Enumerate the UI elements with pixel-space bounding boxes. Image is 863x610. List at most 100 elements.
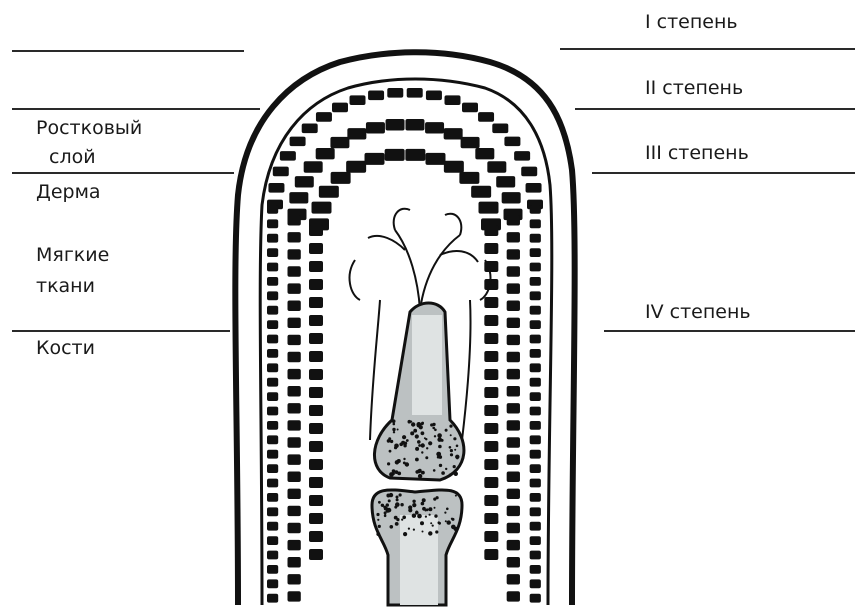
skin-cell [267, 594, 278, 603]
skin-cell [530, 392, 541, 401]
dermis-cell [507, 523, 520, 533]
skin-cell [530, 565, 541, 574]
skin-cell [530, 378, 541, 387]
skin-cell [267, 421, 278, 430]
skin-cell [530, 234, 541, 243]
dermis-cell [507, 318, 520, 328]
skin-cell [267, 349, 278, 358]
bone-shaft-highlight [412, 315, 442, 415]
dermis-cell [507, 232, 520, 242]
skin-cell [530, 219, 541, 228]
dermis-cell [295, 176, 314, 187]
bone-speck [393, 431, 395, 433]
skin-cell [521, 167, 537, 177]
skin-cell [267, 464, 278, 473]
dermis-cell [288, 591, 301, 601]
skin-cell [530, 335, 541, 344]
bone-speck [395, 502, 400, 507]
dermis-cell [507, 557, 520, 567]
soft-tissue-cell [309, 369, 323, 380]
skin-cell [444, 95, 460, 105]
bone-speck [456, 457, 458, 459]
bone-speck [395, 460, 399, 464]
bone-speck [434, 435, 436, 437]
dermis-cell [507, 335, 520, 345]
skin-cell [332, 103, 348, 113]
bone-speck [378, 525, 381, 528]
bone-speck [415, 511, 419, 515]
skin-cell [530, 421, 541, 430]
bone-speck [394, 446, 397, 449]
bone-speck [451, 518, 453, 520]
bone-speck [434, 429, 437, 432]
dermis-cell [507, 403, 520, 413]
bone-speck [412, 503, 416, 507]
bone-speck [413, 529, 415, 531]
dermis-cell [288, 437, 301, 447]
bone-speck [418, 444, 421, 447]
skin-cell [530, 306, 541, 315]
bone-speck [433, 469, 436, 472]
bone-speck [450, 434, 452, 436]
bone-speck [428, 531, 432, 535]
bone-speck [402, 516, 406, 520]
germinal-layer-label-2: слой [47, 145, 98, 169]
left-rule-1 [12, 50, 244, 52]
bone-speck [421, 431, 425, 435]
bone-speck [410, 421, 412, 423]
bone-speck [445, 468, 447, 470]
soft-tissue-cell [484, 315, 498, 326]
bone-speck [434, 514, 437, 517]
soft-tissue-cell [309, 297, 323, 308]
skin-cell [426, 90, 442, 100]
dermis-cell [288, 283, 301, 293]
skin-cell [267, 378, 278, 387]
dermis-cell [330, 137, 349, 148]
dermis-cell [507, 249, 520, 259]
bone-speck [403, 532, 407, 536]
soft-tissue-cell [484, 531, 498, 542]
skin-cell [492, 123, 508, 133]
bones-label: Кости [34, 336, 97, 360]
soft-tissue-cell [444, 161, 464, 173]
skin-cell [350, 95, 366, 105]
bone-speck [378, 501, 381, 504]
soft-tissue-cell [309, 513, 323, 524]
skin-cell [530, 522, 541, 531]
bone-speck [420, 521, 424, 525]
dermis-cell [288, 386, 301, 396]
soft-tissue-cell [309, 225, 323, 236]
soft-tissue-cell [309, 243, 323, 254]
skin-cell [530, 435, 541, 444]
dermis-cell [288, 420, 301, 430]
skin-cell [267, 291, 278, 300]
bone-speck [454, 449, 456, 451]
dermis-cell [289, 192, 308, 203]
bone-speck [446, 508, 449, 511]
soft-tissue-cell [331, 172, 351, 184]
soft-tissue-cell [484, 369, 498, 380]
dermis-cell [288, 523, 301, 533]
dermis-cell [507, 352, 520, 362]
bone-speck [453, 437, 456, 440]
dermis-cell [507, 472, 520, 482]
bone-speck [453, 465, 456, 468]
bone-speck [421, 502, 425, 506]
skin-cell [267, 234, 278, 243]
bone-speck [430, 423, 433, 426]
bone-speck [387, 439, 391, 443]
soft-tissue-cell [484, 243, 498, 254]
soft-tissue-cell [484, 405, 498, 416]
dermis-cell [487, 161, 506, 172]
bone-speck [416, 422, 421, 427]
soft-tissue-cell [471, 186, 491, 198]
bone-speck [410, 431, 414, 435]
bone-speck [392, 428, 395, 431]
skin-cell [530, 407, 541, 416]
dermis-cell [502, 192, 521, 203]
bone-speck [428, 441, 432, 445]
bone-speck [417, 440, 421, 444]
soft-tissue-cell [309, 351, 323, 362]
soft-tissue-cell [309, 495, 323, 506]
skin-cell [530, 536, 541, 545]
